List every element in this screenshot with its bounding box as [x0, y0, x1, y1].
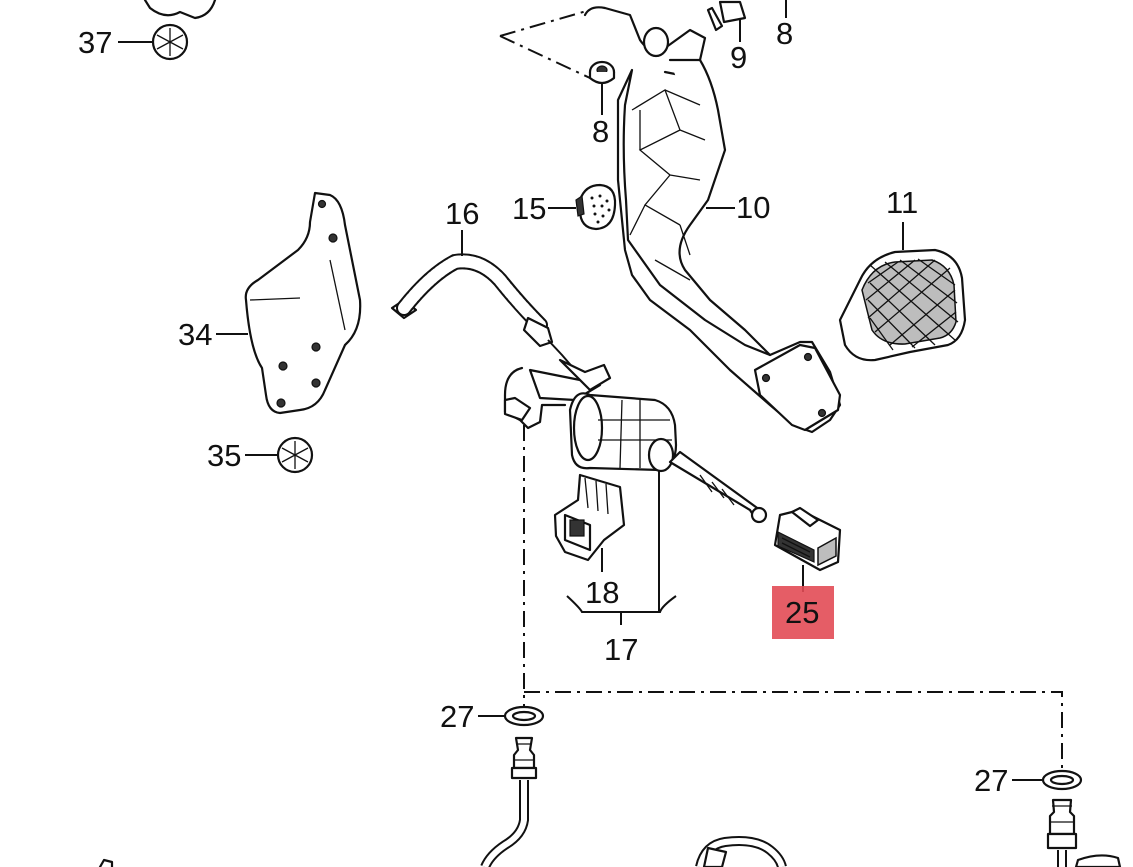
part-15-rubber-stop[interactable]	[575, 183, 617, 231]
label-18: 18	[585, 575, 619, 610]
part-8-bushing-upper[interactable]	[718, 0, 747, 24]
label-9: 9	[730, 40, 747, 75]
part-18-clutch-sensor[interactable]	[553, 473, 626, 562]
part-17-master-cylinder[interactable]	[503, 358, 768, 524]
label-16: 16	[445, 196, 479, 231]
hydraulic-line-left	[480, 736, 538, 867]
label-8-upper: 8	[776, 16, 793, 51]
hydraulic-line-center	[695, 836, 787, 867]
part-9-bolt[interactable]	[706, 6, 724, 32]
part-27-seal-left[interactable]	[503, 705, 545, 727]
label-37: 37	[78, 25, 112, 60]
part-8-bushing-lower[interactable]	[588, 60, 616, 85]
label-35: 35	[207, 438, 241, 473]
label-25-highlight	[772, 586, 834, 639]
label-15: 15	[512, 191, 546, 226]
top-left-partial-part	[143, 0, 217, 20]
label-10: 10	[736, 190, 770, 225]
label-34: 34	[178, 317, 212, 352]
part-10-clutch-pedal[interactable]	[583, 6, 842, 434]
label-27-left: 27	[440, 699, 474, 734]
part-11-pedal-pad[interactable]	[838, 248, 967, 362]
hydraulic-line-right	[1046, 798, 1122, 867]
part-35-clip-nut[interactable]	[276, 436, 314, 474]
part-25-clip[interactable]	[773, 506, 842, 572]
label-8-lower: 8	[592, 114, 609, 149]
label-11: 11	[886, 185, 918, 220]
label-17: 17	[604, 632, 638, 667]
part-16-hose[interactable]	[390, 253, 576, 371]
part-37-clip-nut[interactable]	[151, 23, 189, 61]
bottom-left-partial-part	[98, 858, 114, 867]
part-34-bracket[interactable]	[244, 191, 362, 415]
label-25: 25	[785, 595, 819, 630]
part-27-seal-right[interactable]	[1041, 769, 1083, 791]
label-27-right: 27	[974, 763, 1008, 798]
